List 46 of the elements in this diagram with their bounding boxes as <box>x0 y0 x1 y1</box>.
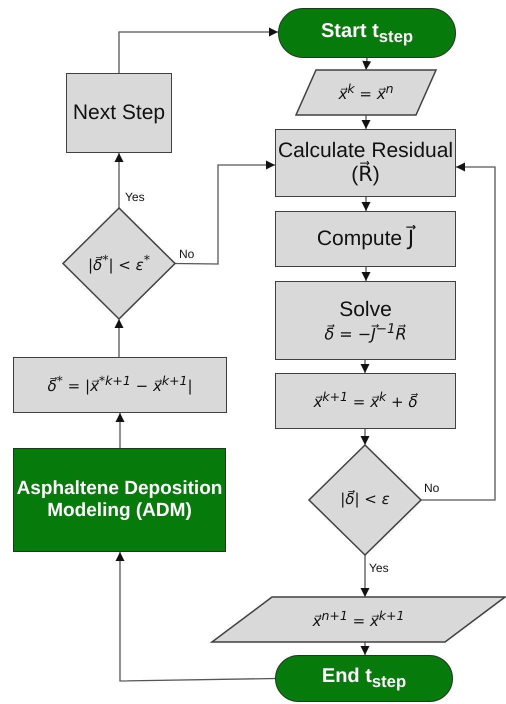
formula-text: |δ⃗$^{*}$| < ε$^{*}$ <box>88 252 150 274</box>
arrow <box>360 360 370 373</box>
arrow <box>362 197 370 211</box>
node-text: Next Step <box>72 100 166 126</box>
edge-label: No <box>424 481 440 495</box>
start-terminal <box>278 8 456 58</box>
formula-text: x⃗$^{k+1}$ = x⃗$^{k}$ + δ⃗ <box>313 390 418 412</box>
edge-label: Yes <box>125 190 145 204</box>
node-text: Compute J⃗⃗ <box>316 226 414 252</box>
arrow <box>421 162 496 501</box>
process-box <box>275 129 456 197</box>
arrow <box>114 153 124 208</box>
node-text: End t$_{step}$ <box>322 665 406 692</box>
input-parallelogram <box>296 70 436 115</box>
formula-text: |δ⃗| < ε <box>340 491 390 509</box>
box-heading: Solve <box>339 298 392 322</box>
output-parallelogram <box>212 597 505 642</box>
process-box <box>13 448 226 552</box>
arrow <box>360 429 370 445</box>
arrow <box>360 555 370 597</box>
process-box <box>13 357 227 413</box>
arrow <box>362 58 372 70</box>
edge-label: Yes <box>369 561 389 575</box>
node-text: Asphaltene Deposition Modeling (ADM) <box>16 478 224 522</box>
formula-text: δ⃗$^{*}$ = |x⃗$^{*}$$^{k+1}$ − x⃗$^{k+1}$| <box>47 374 193 396</box>
arrow <box>360 642 370 655</box>
process-box <box>275 373 456 429</box>
arrow <box>114 319 124 357</box>
arrow <box>116 413 124 448</box>
node-text: Start t$_{step}$ <box>320 20 414 46</box>
decision-diamond <box>63 208 175 319</box>
arrow <box>362 115 370 129</box>
arrow <box>116 552 276 682</box>
process-box <box>66 73 172 153</box>
edge-label: No <box>179 247 194 261</box>
formula-text: x⃗$^{n+1}$ = x⃗$^{k+1}$ <box>312 608 404 630</box>
arrow <box>362 267 370 281</box>
end-terminal <box>275 655 453 702</box>
decision-diamond <box>309 445 421 555</box>
formula-text: x⃗$^{k}$ = x⃗$^{n}$ <box>338 82 394 104</box>
arrow <box>118 28 278 73</box>
node-text: Calculate Residual (R⃗) <box>276 138 454 188</box>
arrow <box>175 160 275 265</box>
formula-text: δ⃗ = −J⃗⃗$^{−1}$R⃗ <box>324 322 407 344</box>
process-box <box>275 211 456 267</box>
process-box <box>275 281 456 360</box>
